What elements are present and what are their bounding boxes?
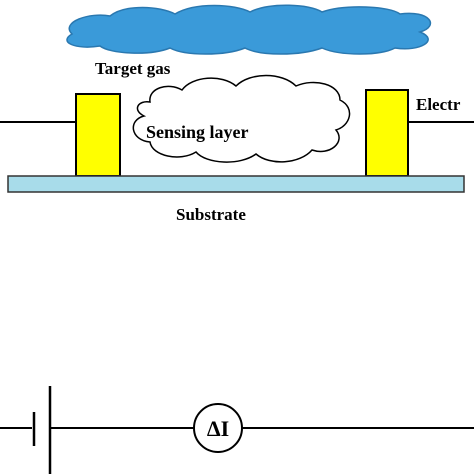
- sensing-layer-cloud: [132, 74, 351, 163]
- substrate: [7, 175, 465, 193]
- sensing-layer-label: Sensing layer: [146, 122, 249, 142]
- left-electrode: [75, 93, 121, 177]
- target-gas-label: Target gas: [95, 59, 171, 78]
- target-gas-cloud: [66, 4, 432, 55]
- circuit: ΔI: [0, 386, 474, 474]
- substrate-label: Substrate: [176, 205, 246, 224]
- right-electrode: [365, 89, 409, 177]
- ammeter-label: ΔI: [207, 416, 229, 441]
- electrode-label: Electr: [416, 95, 461, 114]
